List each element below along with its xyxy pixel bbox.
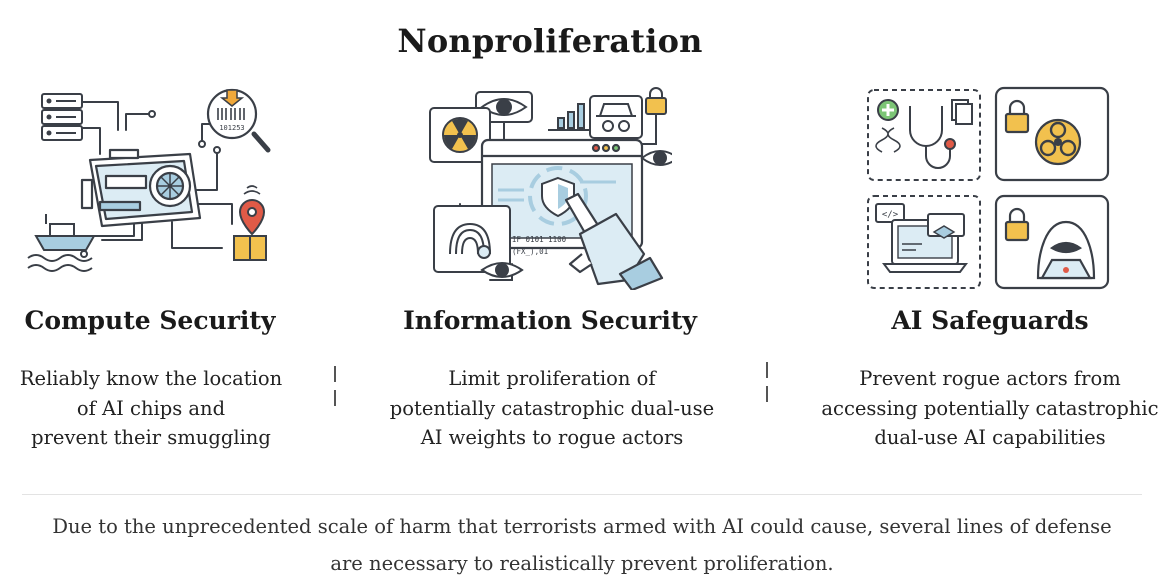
hacker-panel	[994, 194, 1110, 290]
description-line: prevent their smuggling	[31, 426, 271, 449]
circuit-node	[213, 146, 221, 154]
barcode-number: 101253	[219, 124, 244, 132]
information-security-description: Limit proliferation of potentially catas…	[382, 364, 722, 453]
medical-panel	[867, 89, 981, 181]
compute-security-description: Reliably know the location of AI chips a…	[0, 364, 302, 453]
description-line: potentially catastrophic dual-use	[389, 396, 715, 420]
circuit-trace	[81, 127, 101, 155]
code-line-2: (FX_),01	[512, 247, 548, 256]
robot-hand-icon	[564, 192, 664, 290]
description-line: Limit proliferation of	[448, 367, 656, 390]
circuit-node	[198, 140, 206, 148]
description-line: of AI chips and	[76, 396, 226, 420]
fingerprint-icon	[433, 205, 511, 273]
barcode-magnifier-icon	[206, 88, 271, 153]
circuit-trace	[197, 203, 233, 225]
bar-chart-icon	[548, 103, 590, 131]
compute-security-heading: Compute Security	[24, 306, 276, 335]
information-security-heading: Information Security	[403, 306, 697, 335]
lock-icon	[645, 87, 667, 115]
eye-icon	[640, 150, 672, 166]
column-divider	[766, 386, 768, 402]
server-rack-icon	[41, 93, 83, 141]
circuit-trace	[637, 107, 657, 145]
circuit-trace	[125, 113, 153, 131]
compute-security-diagram: 101253	[27, 88, 271, 272]
circuit-trace	[101, 221, 143, 241]
column-divider	[334, 366, 336, 382]
circuit-node	[80, 250, 88, 258]
column-divider	[334, 390, 336, 406]
description-line: Prevent rogue actors from	[859, 367, 1121, 390]
description-line: dual-use AI capabilities	[874, 426, 1106, 449]
code-line-1: IF 0101 1100	[512, 235, 567, 244]
circuit-trace	[171, 221, 223, 249]
code-tag: </>	[882, 210, 899, 220]
information-security-illustration: IF 0101 1100 (FX_),01	[420, 84, 672, 290]
circuit-node	[148, 110, 156, 118]
circuit-trace	[81, 101, 119, 131]
eye-icon	[480, 262, 524, 278]
ai-safeguards-heading: AI Safeguards	[891, 306, 1089, 335]
spy-icon	[589, 95, 643, 139]
footer-note: Due to the unprecedented scale of harm t…	[0, 508, 1164, 582]
code-laptop-panel	[867, 195, 981, 289]
ai-safeguards-illustration: </>	[862, 84, 1114, 290]
biohazard-panel	[994, 86, 1110, 182]
information-security-diagram: IF 0101 1100 (FX_),01	[429, 87, 672, 290]
radiation-icon	[429, 107, 491, 163]
boat-icon	[27, 214, 96, 272]
ai-safeguards-description: Prevent rogue actors from accessing pote…	[812, 364, 1164, 453]
gpu-chip-icon	[80, 148, 202, 228]
footer-line: are necessary to realistically prevent p…	[330, 552, 834, 575]
ai-safeguards-diagram: </>	[867, 86, 1110, 290]
footer-line: Due to the unprecedented scale of harm t…	[52, 515, 1112, 538]
column-divider	[766, 362, 768, 378]
description-line: Reliably know the location	[19, 367, 283, 390]
section-divider	[22, 494, 1142, 495]
compute-security-illustration: 101253	[22, 84, 280, 290]
description-line: accessing potentially catastrophic	[821, 396, 1159, 420]
description-line: AI weights to rogue actors	[420, 426, 684, 449]
page-title: Nonproliferation	[397, 22, 703, 60]
location-pin-icon	[233, 185, 267, 261]
